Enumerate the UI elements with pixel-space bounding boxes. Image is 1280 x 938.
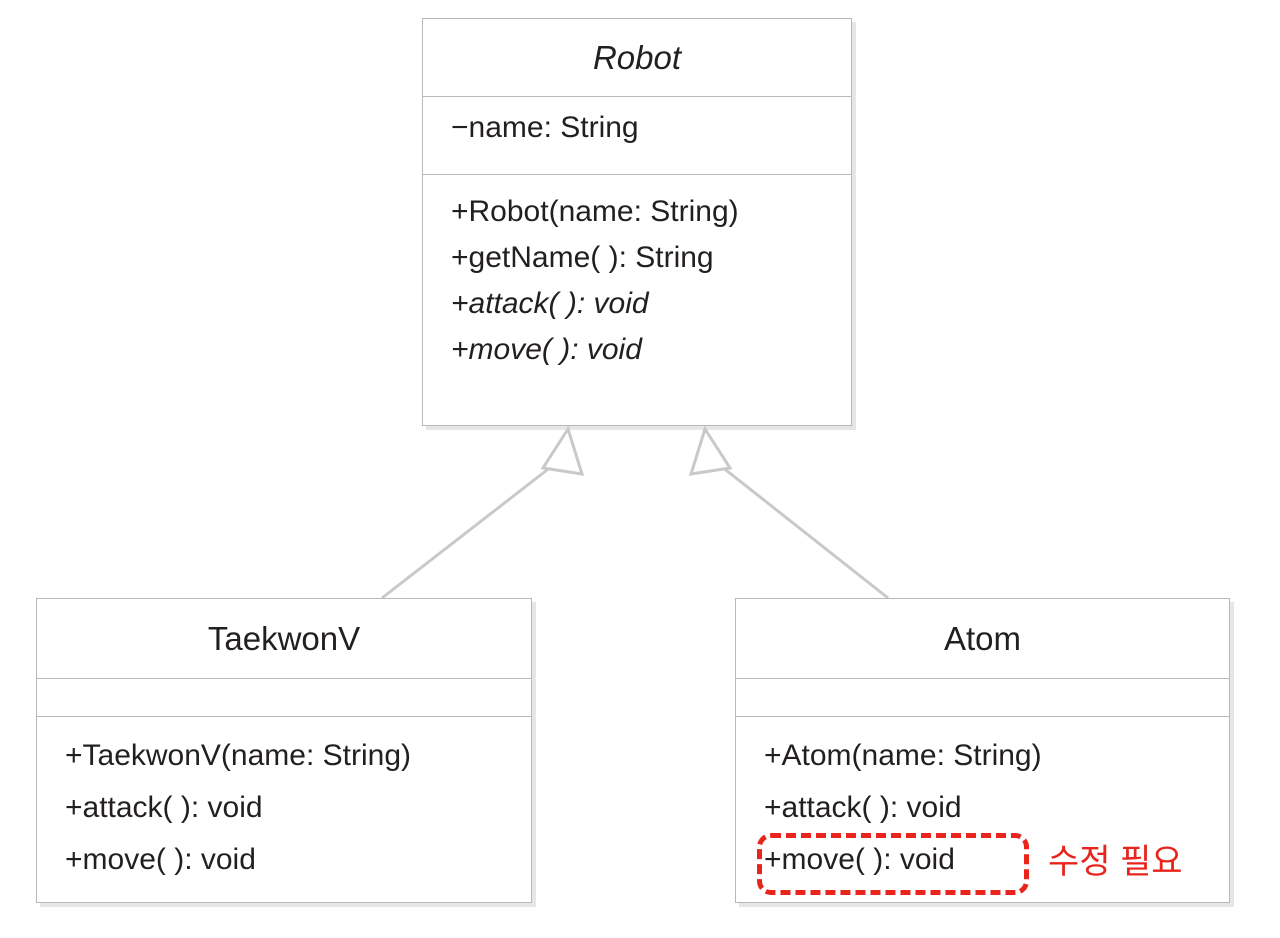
- annotation-note-text: 수정 필요: [1048, 843, 1183, 881]
- operation-row: +Robot(name: String): [451, 195, 739, 228]
- class-name-compartment-robot: Robot: [423, 19, 851, 97]
- class-box-taekwonv[interactable]: TaekwonV +TaekwonV(name: String) +attack…: [36, 598, 532, 903]
- class-operations-compartment-atom: +Atom(name: String) +attack( ): void +mo…: [736, 717, 1229, 902]
- attribute-row: −name: String: [451, 110, 639, 144]
- operation-row: +move( ): void: [65, 843, 256, 876]
- generalization-taekwonv-to-robot: [381, 425, 585, 600]
- operation-row: +getName( ): String: [451, 241, 714, 274]
- generalization-line-taekwonv: [381, 461, 557, 600]
- class-box-atom[interactable]: Atom +Atom(name: String) +attack( ): voi…: [735, 598, 1230, 903]
- class-attributes-compartment-robot: −name: String: [423, 97, 851, 175]
- class-attributes-compartment-atom: [736, 679, 1229, 717]
- operation-row: +attack( ): void: [65, 791, 263, 824]
- class-title-robot: Robot: [592, 38, 682, 76]
- operation-row: +TaekwonV(name: String): [65, 739, 411, 772]
- class-name-compartment-atom: Atom: [736, 599, 1229, 679]
- class-operations-compartment-robot: +Robot(name: String) +getName( ): String…: [423, 175, 851, 425]
- class-box-robot[interactable]: Robot −name: String +Robot(name: String)…: [422, 18, 852, 426]
- operation-row: +attack( ): void: [451, 287, 649, 320]
- operation-row: +move( ): void: [451, 333, 642, 366]
- class-title-atom: Atom: [943, 619, 1022, 657]
- operation-row: +attack( ): void: [764, 791, 962, 824]
- generalization-arrowhead-taekwonv: [540, 425, 585, 476]
- class-title-taekwonv: TaekwonV: [207, 619, 361, 657]
- generalization-line-atom: [716, 461, 889, 600]
- operation-row-highlighted: +move( ): void: [764, 843, 955, 876]
- operation-row: +Atom(name: String): [764, 739, 1042, 772]
- class-attributes-compartment-taekwonv: [37, 679, 531, 717]
- class-name-compartment-taekwonv: TaekwonV: [37, 599, 531, 679]
- class-operations-compartment-taekwonv: +TaekwonV(name: String) +attack( ): void…: [37, 717, 531, 902]
- generalization-atom-to-robot: [688, 425, 889, 600]
- generalization-arrowhead-atom: [688, 425, 733, 476]
